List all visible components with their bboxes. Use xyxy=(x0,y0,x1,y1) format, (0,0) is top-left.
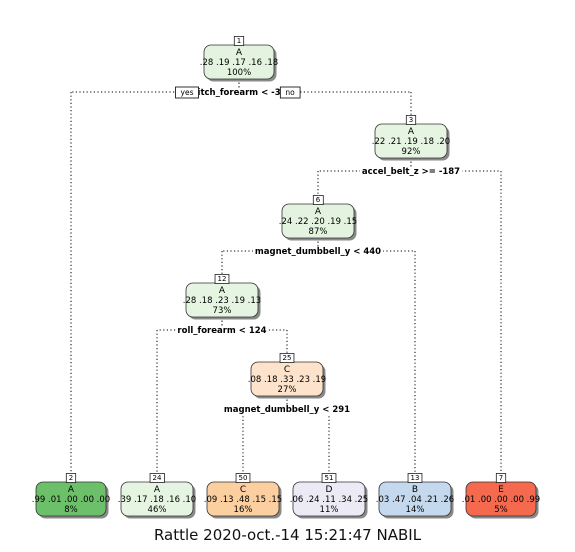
node-probs: .09 .13 .48 .15 .15 xyxy=(204,495,282,505)
node-id: 1 xyxy=(237,37,241,45)
node-percent: 87% xyxy=(309,227,328,237)
node-id: 51 xyxy=(325,474,334,482)
no-label: no xyxy=(285,88,295,97)
split-label-12: roll_forearm < 124 xyxy=(177,326,266,336)
node-probs: .28 .19 .17 .16 .18 xyxy=(200,58,278,68)
split-label-3: accel_belt_z >= -187 xyxy=(362,167,460,177)
node-percent: 100% xyxy=(227,68,251,78)
node-probs: .28 .18 .23 .19 .13 xyxy=(183,296,261,306)
yes-label: yes xyxy=(181,88,194,97)
node-id: 25 xyxy=(283,354,292,362)
split-label-bg xyxy=(221,405,353,415)
footer-caption: Rattle 2020-oct.-14 15:21:47 NABIL xyxy=(153,526,422,544)
decision-tree: pitch_forearm < -34 accel_belt_z >= -187 m… xyxy=(32,36,540,519)
node-id-box xyxy=(149,473,165,483)
node-id-box xyxy=(405,115,417,125)
node-class: B xyxy=(412,485,418,495)
node-id-box xyxy=(321,473,337,483)
node-class: A xyxy=(154,485,161,495)
node-class: D xyxy=(326,485,333,495)
split-label-bg xyxy=(175,326,269,336)
node-7: 7E.01 .00 .00 .00 .995% xyxy=(462,473,540,519)
node-class: A xyxy=(408,127,415,137)
node-probs: .08 .18 .33 .23 .19 xyxy=(248,375,326,385)
node-id-box xyxy=(407,473,423,483)
node-percent: 5% xyxy=(494,505,508,515)
node-id-box xyxy=(235,473,251,483)
split-label-bg xyxy=(252,247,384,257)
node-class: A xyxy=(68,485,75,495)
node-id-box xyxy=(495,473,507,483)
node-percent: 73% xyxy=(213,306,232,316)
node-class: C xyxy=(240,485,246,495)
node-class: E xyxy=(498,485,504,495)
node-percent: 46% xyxy=(148,505,167,515)
node-id: 6 xyxy=(316,196,321,204)
node-id: 2 xyxy=(69,474,73,482)
node-id: 12 xyxy=(218,275,227,283)
node-probs: .22 .21 .19 .18 .20 xyxy=(372,137,450,147)
no-box xyxy=(279,86,301,99)
node-id-box xyxy=(233,36,245,46)
node-id-box xyxy=(214,274,230,284)
node-percent: 11% xyxy=(320,505,339,515)
node-id: 3 xyxy=(409,116,413,124)
node-id-box xyxy=(312,195,324,205)
node-probs: .39 .17 .18 .16 .10 xyxy=(118,495,196,505)
node-probs: .06 .24 .11 .34 .25 xyxy=(290,495,368,505)
node-id-box xyxy=(279,353,295,363)
split-label-25: magnet_dumbbell_y < 291 xyxy=(224,405,350,415)
node-id: 13 xyxy=(411,474,420,482)
node-id: 7 xyxy=(499,474,503,482)
split-label-6: magnet_dumbbell_y < 440 xyxy=(255,247,381,257)
node-percent: 27% xyxy=(278,385,297,395)
split-label-1: pitch_forearm < -34 xyxy=(191,88,286,98)
split-label-bg xyxy=(189,88,289,98)
node-percent: 14% xyxy=(406,505,425,515)
node-2: 2A.99 .01 .00 .00 .008% xyxy=(32,473,110,519)
node-probs: .03 .47 .04 .21 .26 xyxy=(376,495,454,505)
node-percent: 16% xyxy=(234,505,253,515)
split-labels: pitch_forearm < -34 accel_belt_z >= -187 m… xyxy=(175,88,463,415)
split-label-bg xyxy=(359,167,463,177)
node-class: C xyxy=(284,365,290,375)
node-class: A xyxy=(219,286,226,296)
node-id-box xyxy=(65,473,77,483)
node-probs: .01 .00 .00 .00 .99 xyxy=(462,495,540,505)
node-percent: 8% xyxy=(64,505,78,515)
yes-box xyxy=(175,86,199,99)
node-class: A xyxy=(236,48,243,58)
node-class: A xyxy=(315,207,322,217)
node-id: 24 xyxy=(153,474,162,482)
node-id: 50 xyxy=(239,474,248,482)
node-probs: .99 .01 .00 .00 .00 xyxy=(32,495,110,505)
node-probs: .24 .22 .20 .19 .15 xyxy=(279,217,357,227)
node-percent: 92% xyxy=(402,147,421,157)
